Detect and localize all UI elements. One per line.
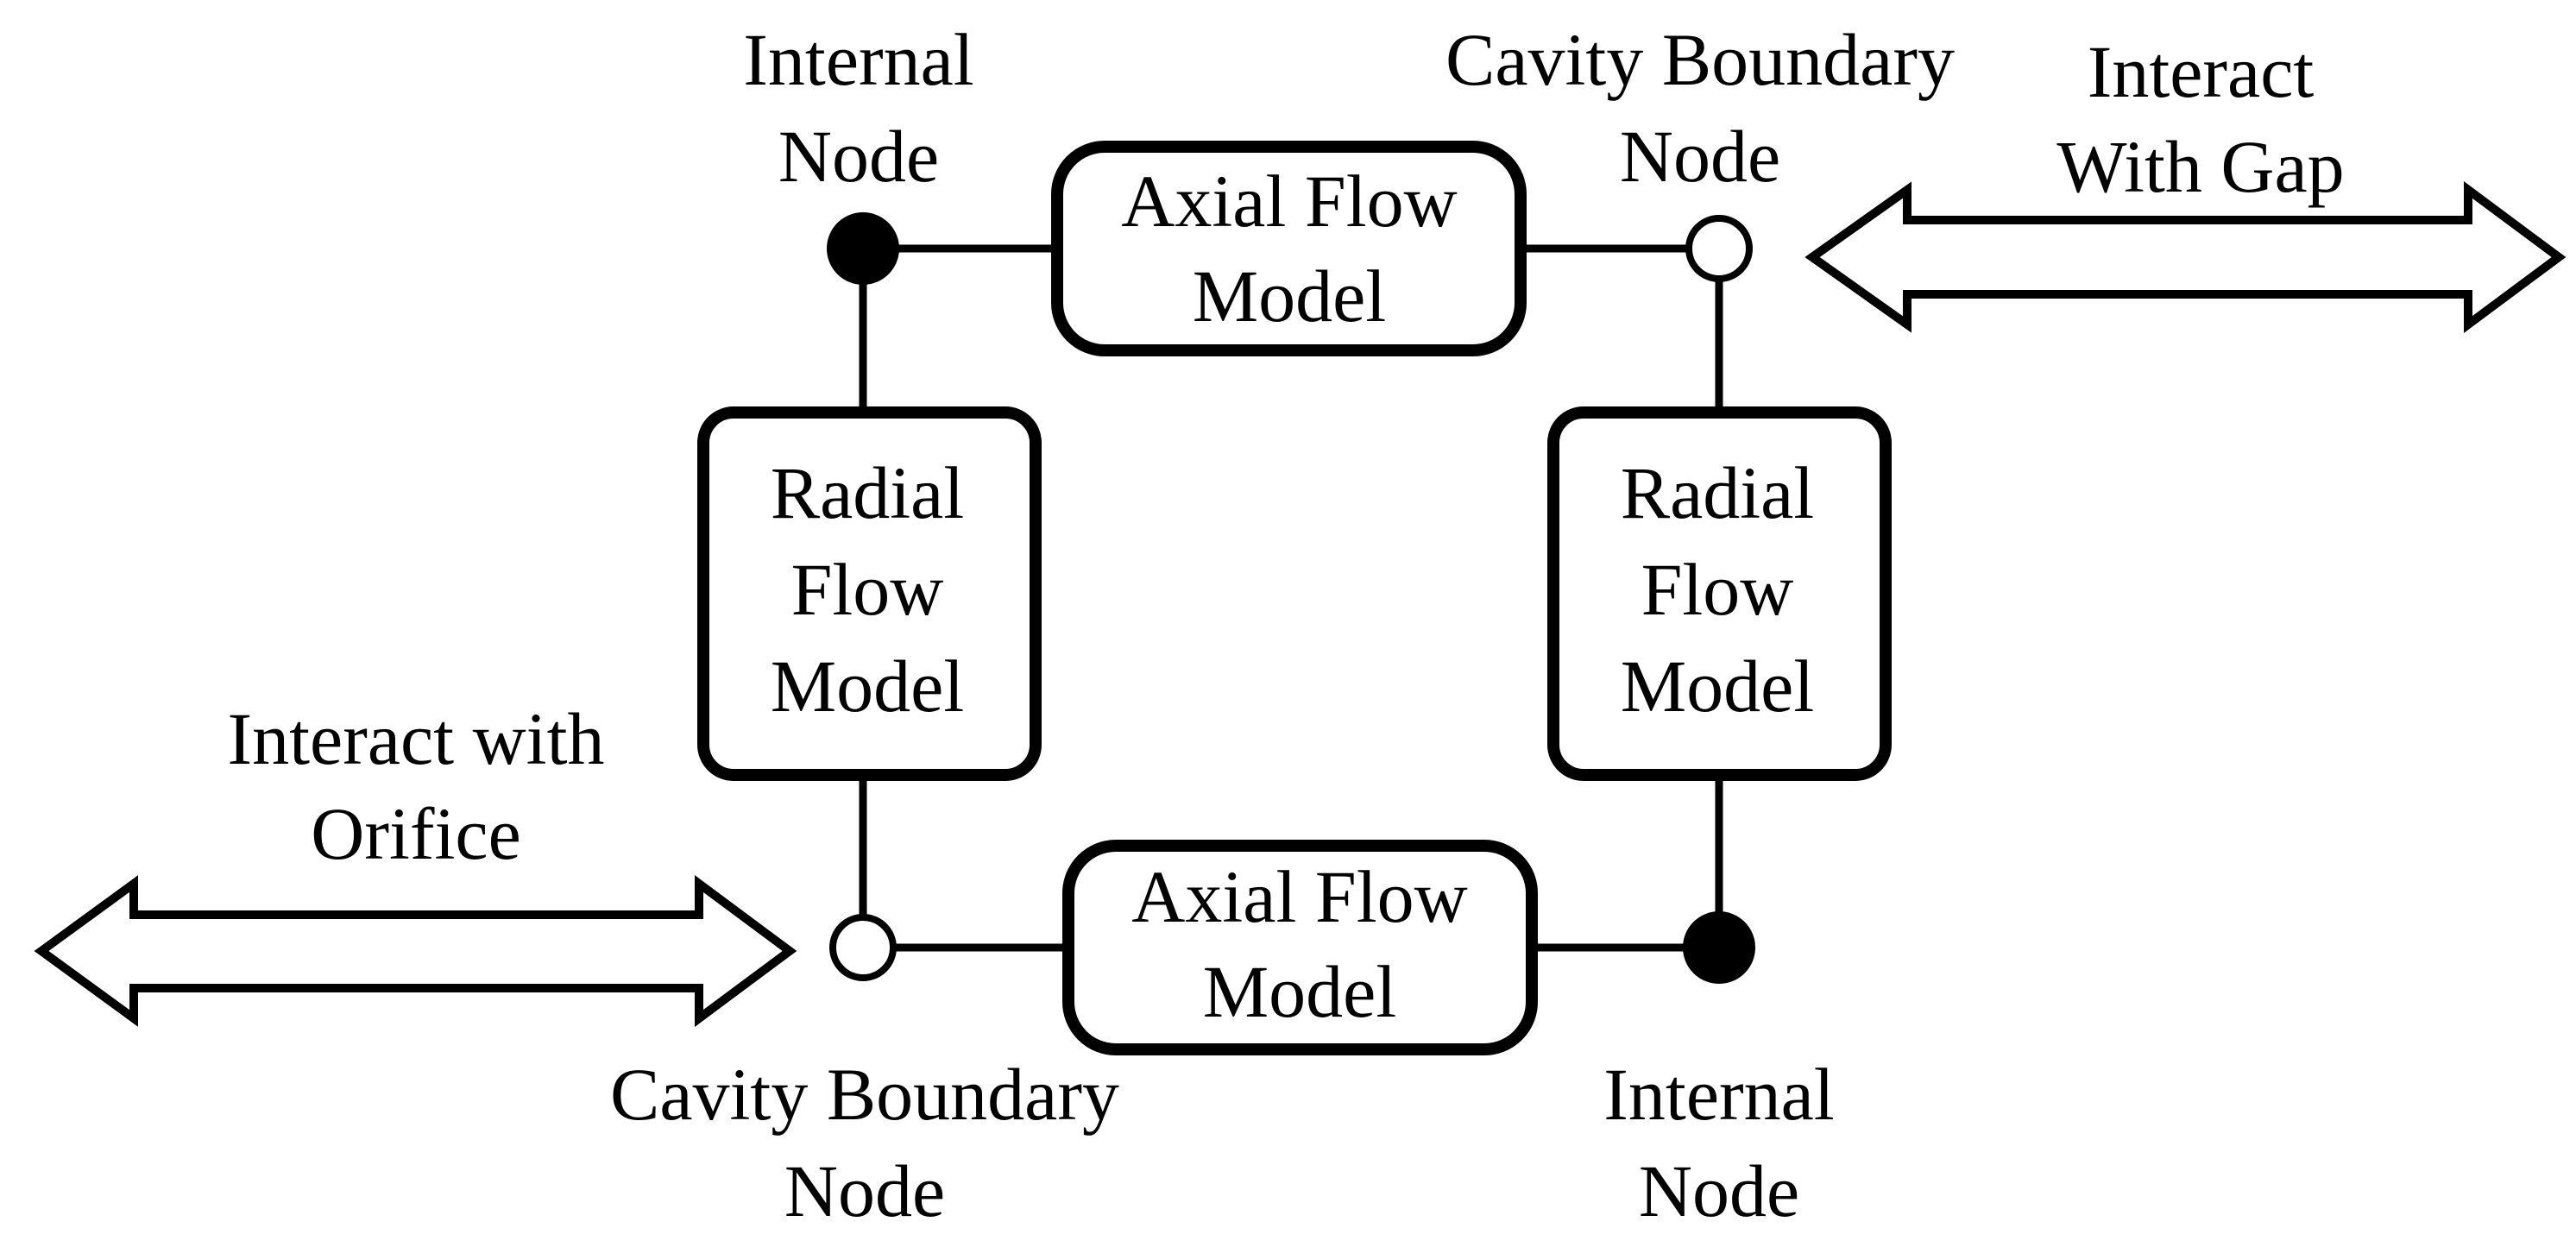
top-axial-box-line2: Model [1193, 255, 1387, 337]
top-left-node-label-line1: Internal [743, 18, 973, 101]
top-left-node-label-line2: Node [778, 115, 939, 198]
top-right-node-label-line1: Cavity Boundary [1445, 18, 1955, 101]
top-left-node-label: Internal Node [743, 18, 973, 198]
orifice-double-arrow-icon [34, 875, 797, 1027]
bottom-axial-flow-model-box: Axial Flow Model [1062, 840, 1538, 1055]
left-radial-box-line3: Model [771, 645, 965, 727]
bottom-right-node-label: Internal Node [1603, 1053, 1834, 1232]
gap-arrow-label-line1: Interact [2088, 30, 2315, 113]
bottom-axial-box-line1: Axial Flow [1131, 855, 1467, 938]
gap-arrow-label: Interact With Gap [2056, 30, 2344, 208]
top-left-internal-node [827, 212, 899, 285]
right-radial-box-line2: Flow [1641, 548, 1794, 631]
left-radial-box-line1: Radial [771, 451, 965, 534]
bottom-left-node-label: Cavity Boundary Node [610, 1053, 1119, 1232]
orifice-arrow-label-line1: Interact with [228, 697, 605, 780]
bottom-left-cavity-boundary-node [829, 914, 897, 981]
top-right-cavity-boundary-node [1685, 215, 1753, 282]
bottom-right-internal-node [1683, 911, 1755, 984]
gap-arrow-label-line2: With Gap [2056, 125, 2344, 208]
bottom-right-node-label-line1: Internal [1603, 1053, 1834, 1136]
left-radial-flow-model-box: Radial Flow Model [697, 406, 1042, 781]
right-radial-box-line1: Radial [1621, 451, 1815, 534]
bottom-left-node-label-line2: Node [784, 1149, 945, 1232]
top-axial-flow-model-box: Axial Flow Model [1051, 141, 1527, 356]
right-radial-box-line3: Model [1621, 645, 1815, 727]
left-radial-box-line2: Flow [791, 548, 944, 631]
top-axial-box-line1: Axial Flow [1121, 160, 1457, 242]
orifice-arrow-label-line2: Orifice [311, 792, 521, 875]
right-radial-flow-model-box: Radial Flow Model [1547, 406, 1892, 781]
bottom-right-node-label-line2: Node [1639, 1149, 1799, 1232]
top-right-node-label: Cavity Boundary Node [1445, 18, 1955, 198]
gap-double-arrow-icon [1804, 181, 2567, 333]
top-right-node-label-line2: Node [1620, 115, 1780, 198]
bottom-left-node-label-line1: Cavity Boundary [610, 1053, 1119, 1136]
orifice-arrow-label: Interact with Orifice [228, 697, 605, 875]
bottom-axial-box-line2: Model [1203, 950, 1397, 1033]
